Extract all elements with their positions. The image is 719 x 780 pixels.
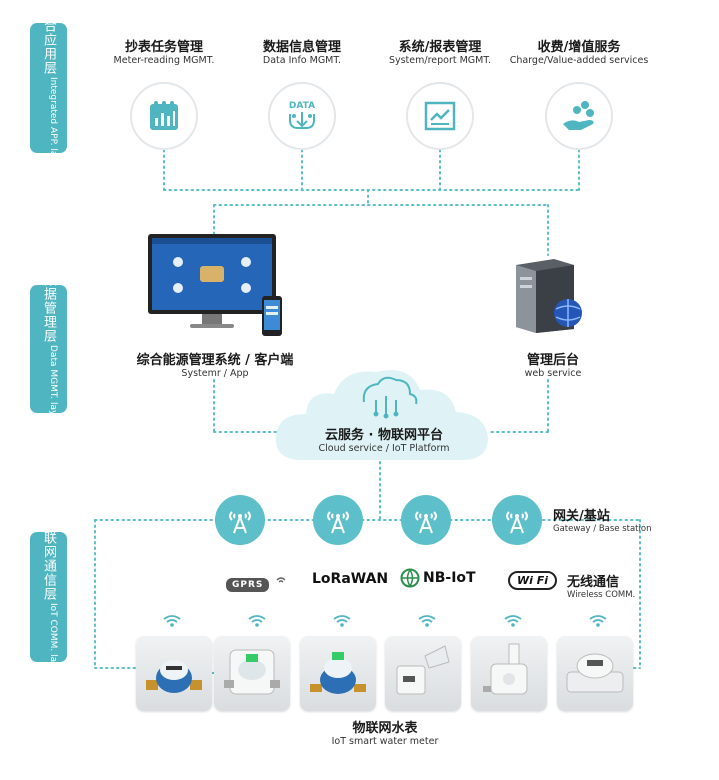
app-label-data-info: 数据信息管理 Data Info MGMT. [242, 36, 362, 66]
backend-zh: 管理后台 [526, 353, 579, 368]
app-zh: 数据信息管理 [262, 40, 341, 55]
gprs-text: GPRS [226, 578, 270, 592]
wifi-signal-icon [163, 615, 181, 627]
app-label-report: 系统/报表管理 System/report MGMT. [380, 36, 500, 66]
gateway-tower-1 [215, 495, 265, 545]
nbiot-text: NB-IoT [423, 570, 476, 586]
wifi-logo: Wi Fi [508, 569, 558, 590]
water-meter-6 [557, 636, 633, 711]
cloud-label: 云服务 · 物联网平台 Cloud service / IoT Platform [284, 424, 484, 454]
hand-coins-icon [563, 101, 594, 130]
gateway-tower-4 [492, 495, 542, 545]
gateway-tower-3 [401, 495, 451, 545]
app-en: System/report MGMT. [388, 55, 492, 66]
wireless-label: 无线通信 Wireless COMM. [567, 571, 657, 600]
gateway-zh: 网关/基站 [553, 509, 610, 524]
water-meter-1 [136, 636, 212, 711]
water-meter-5 [471, 636, 547, 711]
server-image [516, 259, 582, 333]
wifi-signal-icon [589, 615, 607, 627]
meters-zh: 物联网水表 [352, 721, 418, 736]
wireless-en: Wireless COMM. [567, 590, 636, 600]
cloud-shape [275, 370, 488, 460]
layer-data-en: Data MGMT. layer [48, 345, 58, 425]
app-circle-meter-reading [130, 82, 198, 150]
globe-icon [400, 568, 420, 588]
meters-label: 物联网水表 IoT smart water meter [300, 717, 470, 747]
app-en: Meter-reading MGMT. [113, 55, 215, 66]
signal-icon [276, 577, 285, 583]
layer-app-zh: 综合应用层 [41, 5, 56, 76]
gateway-label: 网关/基站 Gateway / Base station [553, 505, 663, 534]
layer-data-zh: 数据管理层 [41, 273, 56, 344]
bar-chart-icon [150, 101, 178, 130]
layer-iot-en: IoT COMM. layer [48, 603, 58, 677]
gateway-tower-2 [313, 495, 363, 545]
wifi-signal-icon [248, 615, 266, 627]
app-zh: 抄表任务管理 [124, 40, 203, 55]
app-circle-data-info: DATA [268, 82, 336, 150]
system-en: Systemr / App [181, 368, 249, 379]
app-circle-charge [545, 82, 613, 150]
app-circle-report [406, 82, 474, 150]
app-label-meter-reading: 抄表任务管理 Meter-reading MGMT. [104, 36, 224, 66]
app-label-charge: 收费/增值服务 Charge/Value-added services [504, 36, 654, 66]
system-label: 综合能源管理系统 / 客户端 Systemr / App [120, 349, 310, 379]
wifi-signal-icon [418, 615, 436, 627]
water-meter-3 [300, 636, 376, 711]
wifi-signal-icon [333, 615, 351, 627]
data-icon-text: DATA [289, 101, 315, 111]
cloud-zh: 云服务 · 物联网平台 [325, 428, 443, 443]
lorawan-text: LoRaWAN [312, 571, 389, 587]
app-en: Charge/Value-added services [509, 55, 649, 66]
app-zh: 收费/增值服务 [537, 40, 621, 55]
wireless-zh: 无线通信 [567, 575, 620, 590]
gateway-en: Gateway / Base station [553, 524, 652, 534]
layer-app-en: Integrated APP. layer [48, 77, 58, 171]
wifi-signal-icon [504, 615, 522, 627]
report-icon [424, 101, 456, 131]
backend-en: web service [524, 368, 582, 379]
meters-en: IoT smart water meter [331, 736, 439, 747]
lorawan-logo: LoRaWAN [312, 571, 388, 587]
gprs-logo: GPRS [226, 572, 287, 592]
antenna-icon [229, 511, 251, 534]
backend-label: 管理后台 web service [508, 349, 598, 379]
data-icon: DATA [289, 101, 315, 129]
app-en: Data Info MGMT. [262, 55, 342, 66]
monitor-app-image [148, 234, 282, 336]
water-meter-4 [385, 636, 461, 711]
layer-iot-zh: 物联网通信层 [41, 517, 56, 602]
antenna-icon [327, 511, 349, 534]
water-meter-2 [214, 636, 290, 711]
app-zh: 系统/报表管理 [398, 40, 482, 55]
nbiot-logo: NB-IoT [400, 568, 476, 588]
system-zh: 综合能源管理系统 / 客户端 [136, 353, 294, 368]
cloud-en: Cloud service / IoT Platform [318, 443, 450, 454]
antenna-icon [506, 511, 528, 534]
antenna-icon [415, 511, 437, 534]
wifi-text: Wi Fi [508, 571, 558, 590]
